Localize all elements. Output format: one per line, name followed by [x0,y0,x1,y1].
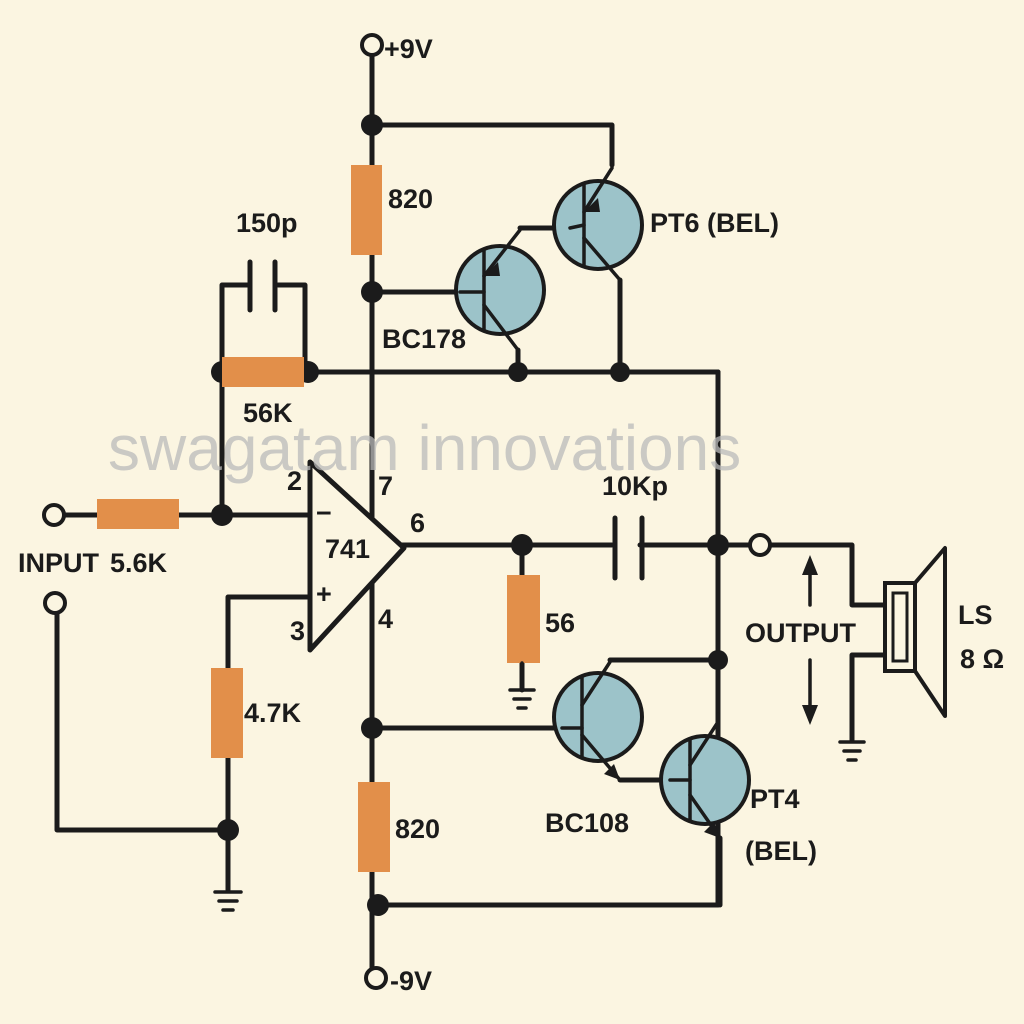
terminal-output [748,533,772,557]
label-opamp: 741 [325,534,370,564]
label-r820-bottom: 820 [395,814,440,844]
junction-bc178-base [361,281,383,303]
label-bc178: BC178 [382,324,466,354]
speaker-icon [883,546,947,718]
arrow-down-icon [802,705,818,725]
label-r56: 56 [545,608,575,638]
label-pt4-sub: (BEL) [745,836,817,866]
wire-cap150p-loop [219,282,253,375]
resistor-820-bottom [358,782,390,872]
wire-plus9v-to-pt6 [369,122,615,168]
wire-input-return [54,607,231,833]
arrow-up-icon [802,555,818,575]
junction-bc108-collector [708,650,728,670]
opamp-triangle [307,459,407,653]
transistor-pt6 [552,166,644,282]
label-pin7: 7 [378,471,393,501]
label-r56k: 56K [243,398,293,428]
junction-plus9v [361,114,383,136]
terminal-plus9v [360,33,384,57]
label-c150p: 150p [236,208,298,238]
junction-ground [217,819,239,841]
label-plus-sign: + [316,579,332,609]
resistors [97,165,540,872]
label-ls: LS [958,600,993,630]
junction-output [707,534,729,556]
resistor-820-top [351,165,382,255]
label-pin3: 3 [290,616,305,646]
transistor-bc178 [454,228,546,352]
resistor-56k [222,357,304,387]
resistor-56 [507,575,540,663]
ground-speaker [838,740,866,762]
label-r820-top: 820 [388,184,433,214]
output-arrows [802,555,818,725]
label-pin4: 4 [378,604,393,634]
junction-opamp-out [511,534,533,556]
opamp-741 [307,459,407,653]
label-c10kp: 10Kp [602,471,668,501]
label-pin6: 6 [410,508,425,538]
label-bc108: BC108 [545,808,629,838]
wire-speaker-top [765,542,888,608]
wire-speaker-bottom [849,652,888,743]
label-minus-sign: − [316,498,332,528]
label-r5k6: 5.6K [110,548,168,578]
transistor-pt4 [659,720,751,840]
label-pin2: 2 [287,466,302,496]
terminal-input-top [42,503,66,527]
junction-pt6-emitter [610,362,630,382]
junction-minus9v [367,894,389,916]
watermark: swagatam innovations [108,412,741,484]
terminals [42,33,772,990]
capacitors [247,259,645,581]
label-pt6: PT6 (BEL) [650,208,779,238]
label-r4k7: 4.7K [244,698,302,728]
wire-cap150p-loop-right [275,282,308,375]
label-ohm: 8 Ω [960,644,1004,674]
resistor-5k6 [97,499,179,529]
terminal-minus9v [364,966,388,990]
capacitor-150p [247,259,278,313]
ground-left [213,890,243,912]
transistor-bc108 [552,660,644,782]
labels: +9V 820 PT6 (BEL) 150p BC178 56K 2 7 − 7… [18,34,1004,996]
label-input: INPUT [18,548,100,578]
capacitor-10kp [612,515,645,581]
junction-input [211,504,233,526]
label-output: OUTPUT [745,618,857,648]
terminal-input-bottom [43,591,67,615]
label-pt4: PT4 [750,784,800,814]
resistor-4k7 [211,668,243,758]
label-plus9v: +9V [384,34,433,64]
junction-bc178-emitter [508,362,528,382]
junction-bc108-base [361,717,383,739]
label-minus9v: -9V [390,966,432,996]
ground-r56 [508,661,536,710]
